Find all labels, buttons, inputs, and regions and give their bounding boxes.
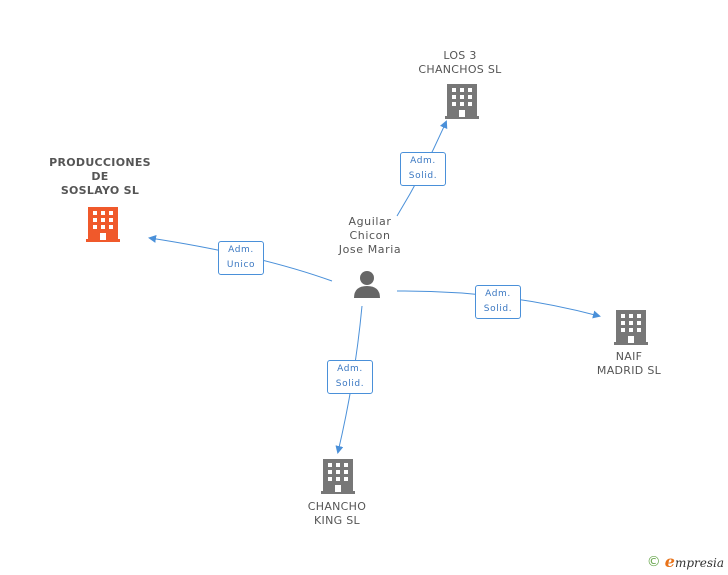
company-name-los3[interactable]: LOS 3 CHANCHOS SL bbox=[418, 49, 502, 76]
relation-badge-los3: Adm. Solid. bbox=[400, 152, 446, 186]
copyright-icon: © bbox=[646, 553, 661, 570]
building-icon[interactable] bbox=[86, 207, 120, 242]
relation-badge-chancho: Adm. Solid. bbox=[327, 360, 373, 394]
building-icon[interactable] bbox=[321, 459, 355, 494]
company-name-naif[interactable]: NAIF MADRID SL bbox=[596, 350, 662, 377]
person-name[interactable]: Aguilar Chicon Jose Maria bbox=[338, 215, 402, 256]
company-name-producciones[interactable]: PRODUCCIONES DE SOSLAYO SL bbox=[49, 156, 151, 197]
building-icon[interactable] bbox=[445, 84, 479, 119]
company-name-chancho[interactable]: CHANCHO KING SL bbox=[307, 500, 367, 527]
relation-badge-naif: Adm. Solid. bbox=[475, 285, 521, 319]
person-icon bbox=[354, 271, 380, 298]
relation-badge-producciones: Adm. Unico bbox=[218, 241, 264, 275]
brand-logo[interactable]: empresia bbox=[664, 552, 724, 571]
brand-footer: © empresia bbox=[647, 552, 724, 571]
building-icon[interactable] bbox=[614, 310, 648, 345]
